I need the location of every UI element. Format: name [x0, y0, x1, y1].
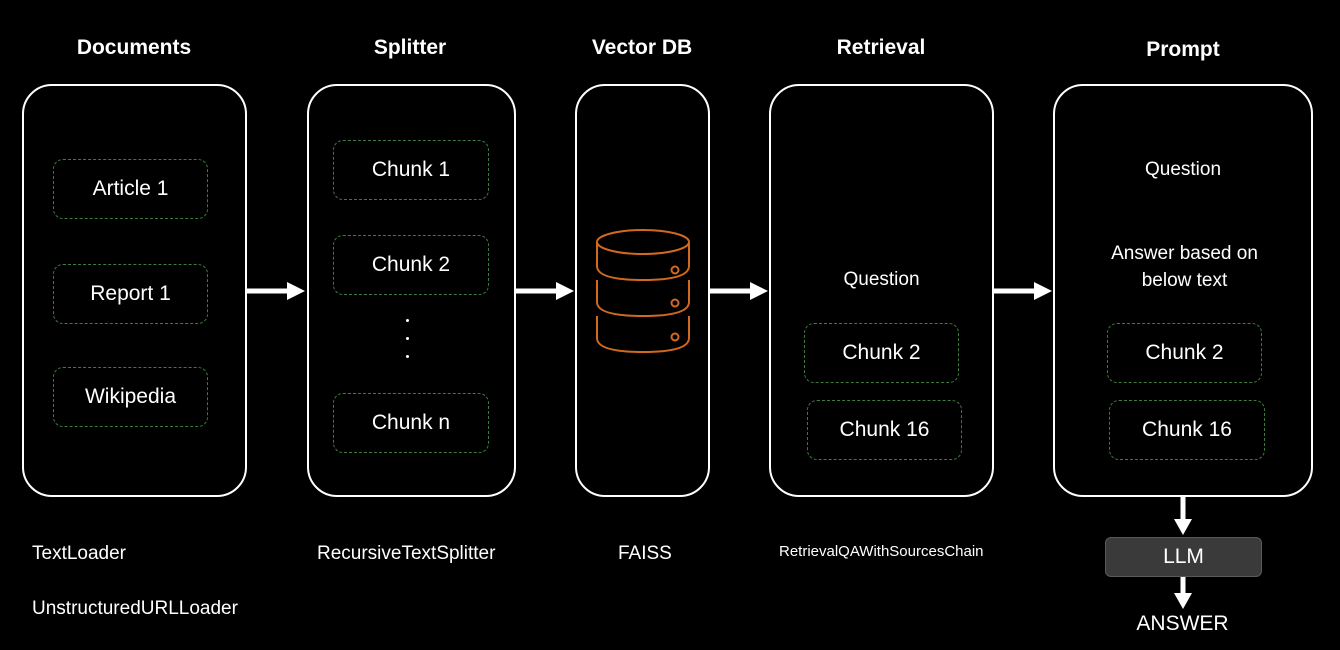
- vector-db-panel: [575, 84, 710, 497]
- prompt-question: Question: [1144, 159, 1222, 180]
- arrow-down-icon: [1174, 497, 1192, 535]
- splitter-panel: [307, 84, 516, 497]
- splitter-chunk-1: Chunk 1: [333, 140, 489, 200]
- splitter-heading: Splitter: [373, 36, 447, 59]
- documents-heading: Documents: [76, 36, 192, 59]
- vector-db-heading: Vector DB: [591, 36, 693, 59]
- splitter-chunk-2: Chunk 2: [333, 235, 489, 295]
- prompt-instruction-line1: Answer based on: [1111, 243, 1258, 264]
- documents-panel: [22, 84, 247, 497]
- retrieval-chunk-2: Chunk 2: [804, 323, 959, 383]
- arrow-right-icon: [516, 282, 574, 300]
- document-article: Article 1: [53, 159, 208, 219]
- unstructured-loader-label: UnstructuredURLLoader: [32, 598, 238, 619]
- document-report: Report 1: [53, 264, 208, 324]
- retrieval-chain-label: RetrievalQAWithSourcesChain: [779, 543, 984, 560]
- answer-label: ANSWER: [1136, 612, 1229, 635]
- faiss-label: FAISS: [618, 543, 672, 564]
- arrow-down-icon: [1174, 577, 1192, 609]
- prompt-chunk-16: Chunk 16: [1109, 400, 1265, 460]
- retrieval-panel: [769, 84, 994, 497]
- arrow-right-icon: [710, 282, 768, 300]
- database-icon: [596, 229, 690, 354]
- splitter-chunk-n: Chunk n: [333, 393, 489, 453]
- retrieval-question: Question: [843, 269, 920, 290]
- llm-box: LLM: [1105, 537, 1262, 577]
- prompt-panel: [1053, 84, 1313, 497]
- prompt-chunk-2: Chunk 2: [1107, 323, 1262, 383]
- arrow-right-icon: [994, 282, 1052, 300]
- prompt-heading: Prompt: [1146, 38, 1220, 61]
- retrieval-chunk-16: Chunk 16: [807, 400, 962, 460]
- ellipsis-dot: [406, 355, 409, 358]
- ellipsis-dot: [406, 319, 409, 322]
- document-wikipedia: Wikipedia: [53, 367, 208, 427]
- retrieval-heading: Retrieval: [836, 36, 926, 59]
- recursive-splitter-label: RecursiveTextSplitter: [317, 543, 496, 564]
- text-loader-label: TextLoader: [32, 543, 127, 564]
- arrow-right-icon: [247, 282, 305, 300]
- ellipsis-dot: [406, 337, 409, 340]
- prompt-instruction-line2: below text: [1141, 270, 1228, 291]
